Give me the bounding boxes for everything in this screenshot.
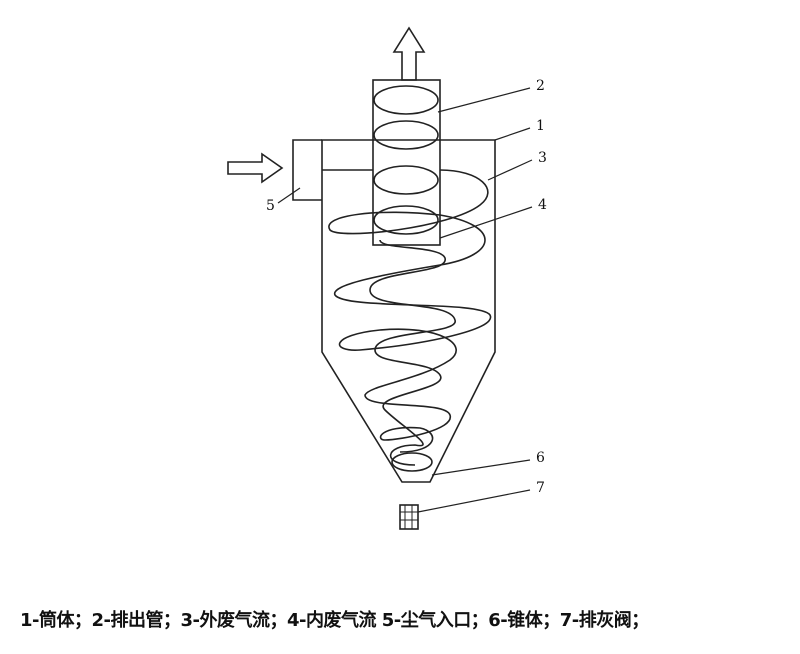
outer-spiral-flow [328, 169, 492, 453]
label-3: 3 [538, 150, 547, 166]
label-5: 5 [266, 198, 275, 214]
inner-spiral-flow [369, 239, 456, 466]
leader-lines [277, 87, 533, 513]
inlet-arrow-icon [227, 152, 284, 184]
exhaust-pipe [372, 79, 441, 246]
outlet-arrow-icon [392, 26, 426, 81]
cyclone-separator-diagram [227, 26, 533, 530]
label-2: 2 [536, 78, 545, 94]
discharge-valve [399, 504, 419, 530]
label-1: 1 [536, 118, 545, 134]
label-6: 6 [536, 450, 545, 466]
label-7: 7 [536, 480, 545, 496]
label-4: 4 [538, 197, 547, 213]
inlet-duct [292, 139, 373, 201]
valve-grid [400, 505, 418, 529]
inner-flow-in-pipe [373, 85, 439, 235]
bottom-vortex [391, 452, 433, 472]
figure-caption: 1-筒体；2-排出管；3-外废气流；4-内废气流 5-尘气入口；6-锥体；7-排… [20, 610, 649, 631]
